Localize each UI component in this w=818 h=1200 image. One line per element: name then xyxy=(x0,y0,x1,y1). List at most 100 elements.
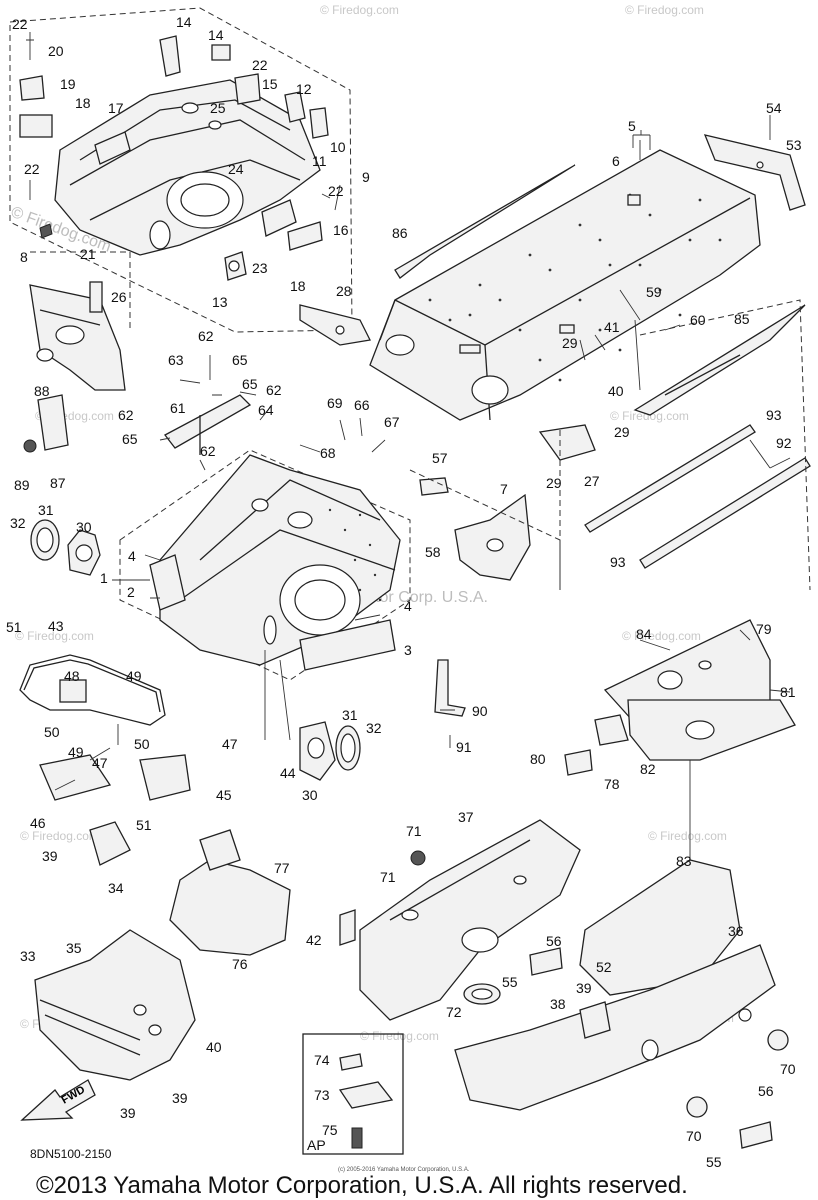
callout-label: 31 xyxy=(342,707,358,723)
callout-label: 12 xyxy=(296,81,312,97)
ap-box xyxy=(302,1033,404,1155)
watermark-text: © Firedog.com xyxy=(320,3,399,17)
callout-label: 13 xyxy=(212,294,228,310)
callout-label: 18 xyxy=(75,95,91,111)
callout-label: 51 xyxy=(136,817,152,833)
strip-86 xyxy=(394,164,576,279)
side-panel-79-81 xyxy=(564,619,796,880)
strip-85 xyxy=(633,304,806,416)
callout-label: 83 xyxy=(676,853,692,869)
bracket-27 xyxy=(538,424,596,461)
callout-label: 18 xyxy=(290,278,306,294)
callout-label: 30 xyxy=(76,519,92,535)
bracket-61 xyxy=(164,394,252,455)
rear-tunnel-5 xyxy=(369,130,761,421)
callout-label: 87 xyxy=(50,475,66,491)
callout-label: 22 xyxy=(24,161,40,177)
callout-label: 45 xyxy=(216,787,232,803)
callout-numbers: 22 20 19 18 17 14 14 22 15 12 25 24 10 1… xyxy=(6,14,802,1170)
callout-label: 57 xyxy=(432,450,448,466)
ap-label: AP xyxy=(307,1137,326,1153)
watermark-text: © Firedog.com xyxy=(360,1029,439,1043)
callout-label: 48 xyxy=(64,668,80,684)
callout-label: 88 xyxy=(34,383,50,399)
callout-label: 10 xyxy=(330,139,346,155)
callout-label: 61 xyxy=(170,400,186,416)
diagram-code: 8DN5100-2150 xyxy=(30,1147,112,1161)
callout-label: 27 xyxy=(584,473,600,489)
callout-label: 62 xyxy=(200,443,216,459)
callout-label: 29 xyxy=(546,475,562,491)
callout-label: 52 xyxy=(596,959,612,975)
callout-label: 93 xyxy=(766,407,782,423)
callout-label: 47 xyxy=(222,736,238,752)
callout-label: 49 xyxy=(126,668,142,684)
callout-label: 90 xyxy=(472,703,488,719)
watermark-text: © Firedog.com xyxy=(20,829,99,843)
callout-label: 19 xyxy=(60,76,76,92)
callout-label: 16 xyxy=(333,222,349,238)
fwd-arrow: FWD xyxy=(20,1079,96,1121)
callout-label: 21 xyxy=(80,246,96,262)
cover-30-left xyxy=(30,519,101,576)
callout-label: 39 xyxy=(576,980,592,996)
callout-label: 80 xyxy=(530,751,546,767)
stay-90 xyxy=(434,659,466,717)
callout-label: 40 xyxy=(206,1039,222,1055)
callout-label: 59 xyxy=(646,284,662,300)
lower-frame-37 xyxy=(339,819,581,1021)
callout-label: 55 xyxy=(706,1154,722,1170)
callout-label: 91 xyxy=(456,739,472,755)
callout-label: 17 xyxy=(108,100,124,116)
bracket-28 xyxy=(299,304,371,346)
callout-label: 66 xyxy=(354,397,370,413)
callout-label: 39 xyxy=(120,1105,136,1121)
callout-label: 40 xyxy=(608,383,624,399)
copyright-footer: ©2013 Yamaha Motor Corporation, U.S.A. A… xyxy=(36,1172,688,1199)
callout-label: 60 xyxy=(690,312,706,328)
callout-label: 14 xyxy=(208,27,224,43)
callout-label: 68 xyxy=(320,445,336,461)
callout-label: 49 xyxy=(68,744,84,760)
rails-92 xyxy=(584,424,811,569)
callout-label: 67 xyxy=(384,414,400,430)
callout-label: 62 xyxy=(118,407,134,423)
callout-label: 44 xyxy=(280,765,296,781)
callout-label: 73 xyxy=(314,1087,330,1103)
callout-label: 62 xyxy=(266,382,282,398)
callout-label: 51 xyxy=(6,619,22,635)
callout-label: 89 xyxy=(14,477,30,493)
callout-label: 39 xyxy=(172,1090,188,1106)
callout-label: 6 xyxy=(612,153,620,169)
callout-label: 76 xyxy=(232,956,248,972)
callout-label: 29 xyxy=(614,424,630,440)
callout-label: 30 xyxy=(302,787,318,803)
watermark-text: © Firedog.com xyxy=(648,829,727,843)
callout-label: 33 xyxy=(20,948,36,964)
callout-label: 55 xyxy=(502,974,518,990)
callout-label: 8 xyxy=(20,249,28,265)
watermark-text: © Firedog.com xyxy=(610,409,689,423)
front-bracket-group-8 xyxy=(29,251,131,391)
callout-label: 86 xyxy=(392,225,408,241)
callout-label: 50 xyxy=(134,736,150,752)
leader-lines xyxy=(54,140,791,791)
callout-label: 65 xyxy=(242,376,258,392)
panel-83 xyxy=(579,859,741,996)
grab-bar-43 xyxy=(19,654,166,726)
callout-label: 71 xyxy=(406,823,422,839)
callout-label: 34 xyxy=(108,880,124,896)
callout-label: 28 xyxy=(336,283,352,299)
callout-label: 92 xyxy=(776,435,792,451)
callout-label: 31 xyxy=(38,502,54,518)
callout-label: 58 xyxy=(425,544,441,560)
bracket-87 xyxy=(23,394,69,453)
main-frame-1 xyxy=(119,449,411,681)
callout-label: 4 xyxy=(404,598,412,614)
panel-76 xyxy=(169,829,291,956)
callout-label: 37 xyxy=(458,809,474,825)
callout-label: 63 xyxy=(168,352,184,368)
callout-label: 1 xyxy=(100,570,108,586)
callout-label: 77 xyxy=(274,860,290,876)
